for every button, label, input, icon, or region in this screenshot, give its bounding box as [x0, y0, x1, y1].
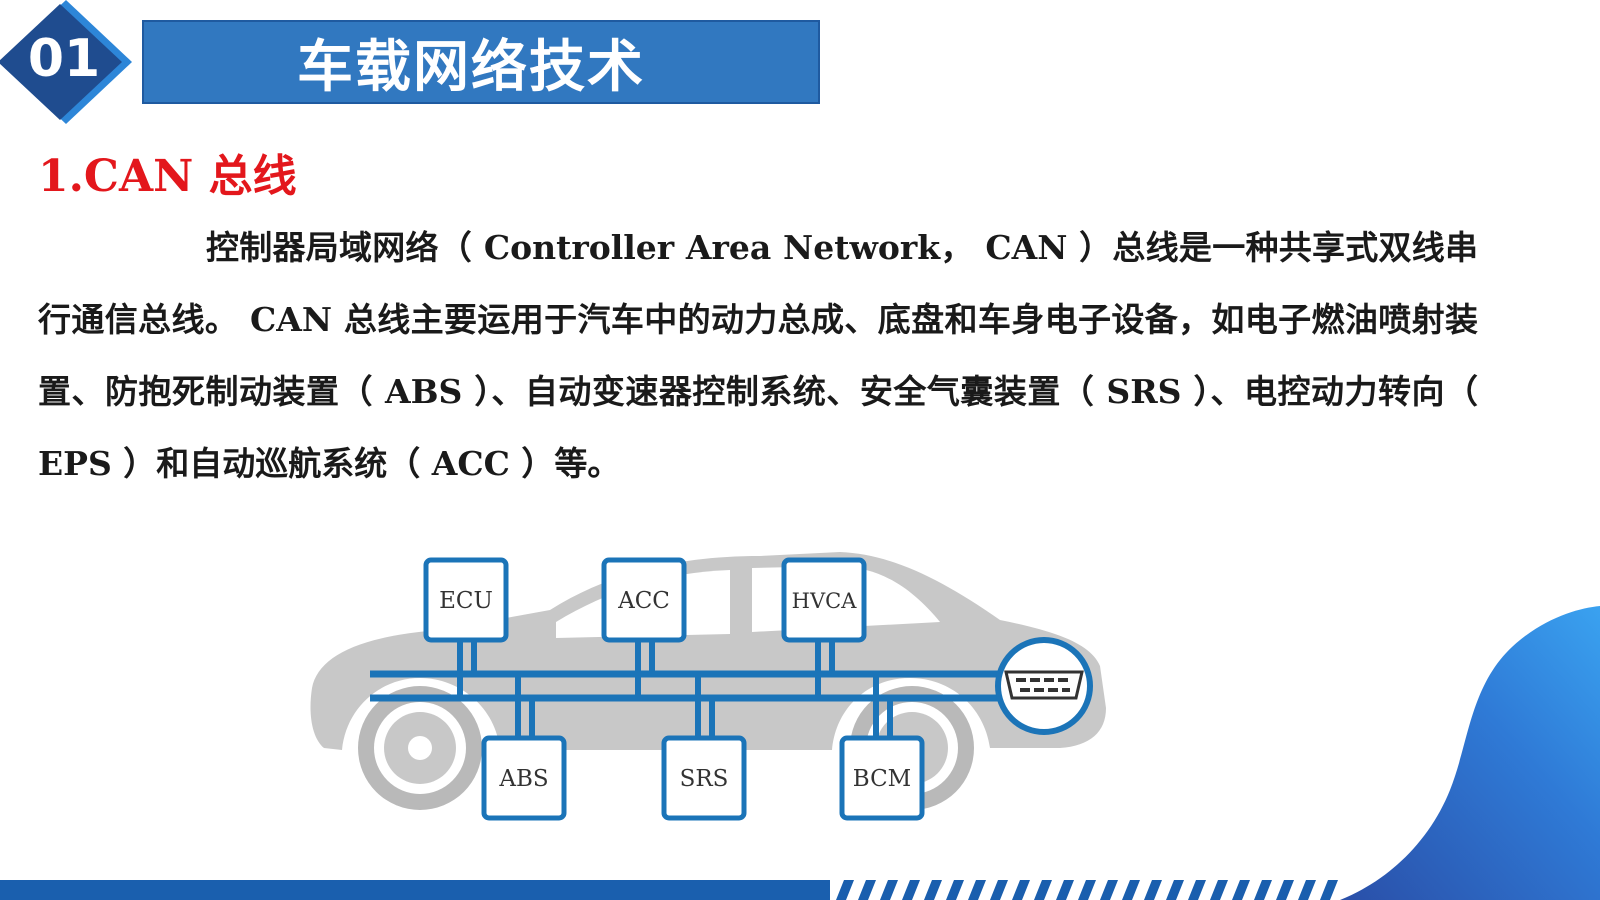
page-title: 车载网络技术: [297, 34, 645, 100]
module-label: SRS: [680, 766, 729, 792]
title-bar: 车载网络技术: [142, 20, 820, 104]
module-label: ACC: [617, 588, 670, 614]
badge-number: 01: [27, 29, 101, 89]
section-number-badge: 01: [0, 0, 140, 124]
can-bus-diagram: ECU ACC HVCA ABS SRS BCM: [300, 538, 1120, 838]
diamond-badge-icon: [0, 0, 132, 124]
module-bcm: BCM: [839, 735, 925, 821]
module-label: BCM: [853, 766, 911, 792]
module-srs: SRS: [661, 735, 747, 821]
module-abs: ABS: [481, 735, 567, 821]
obd-connector-icon: [995, 637, 1093, 735]
wave-decoration-icon: [1340, 606, 1600, 900]
module-label: ABS: [498, 766, 548, 792]
module-acc: ACC: [601, 557, 687, 643]
car-network-svg: ECU ACC HVCA ABS SRS BCM: [310, 552, 1106, 821]
module-label: ECU: [439, 588, 493, 614]
bottom-stripe-decoration: [0, 880, 1338, 900]
section-heading: 1.CAN 总线: [38, 151, 297, 202]
body-paragraph: 控制器局域网络（ Controller Area Network， CAN ）总…: [38, 228, 1478, 483]
module-hvca: HVCA: [781, 557, 867, 643]
module-ecu: ECU: [423, 557, 509, 643]
front-wheel: [358, 686, 482, 810]
module-label: HVCA: [792, 589, 858, 613]
